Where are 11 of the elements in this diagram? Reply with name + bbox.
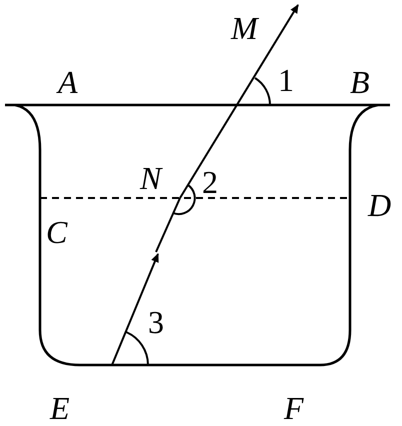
angle-number: 1 (278, 64, 294, 96)
point-label: N (140, 162, 162, 194)
point-label: B (350, 66, 370, 98)
point-label: E (50, 392, 70, 424)
angle-number: 2 (202, 166, 218, 198)
point-label: F (284, 392, 304, 424)
angle-number: 3 (148, 306, 164, 338)
point-label: A (58, 66, 78, 98)
point-label: D (368, 189, 392, 221)
point-label: M (231, 12, 258, 44)
point-label: C (46, 216, 68, 248)
